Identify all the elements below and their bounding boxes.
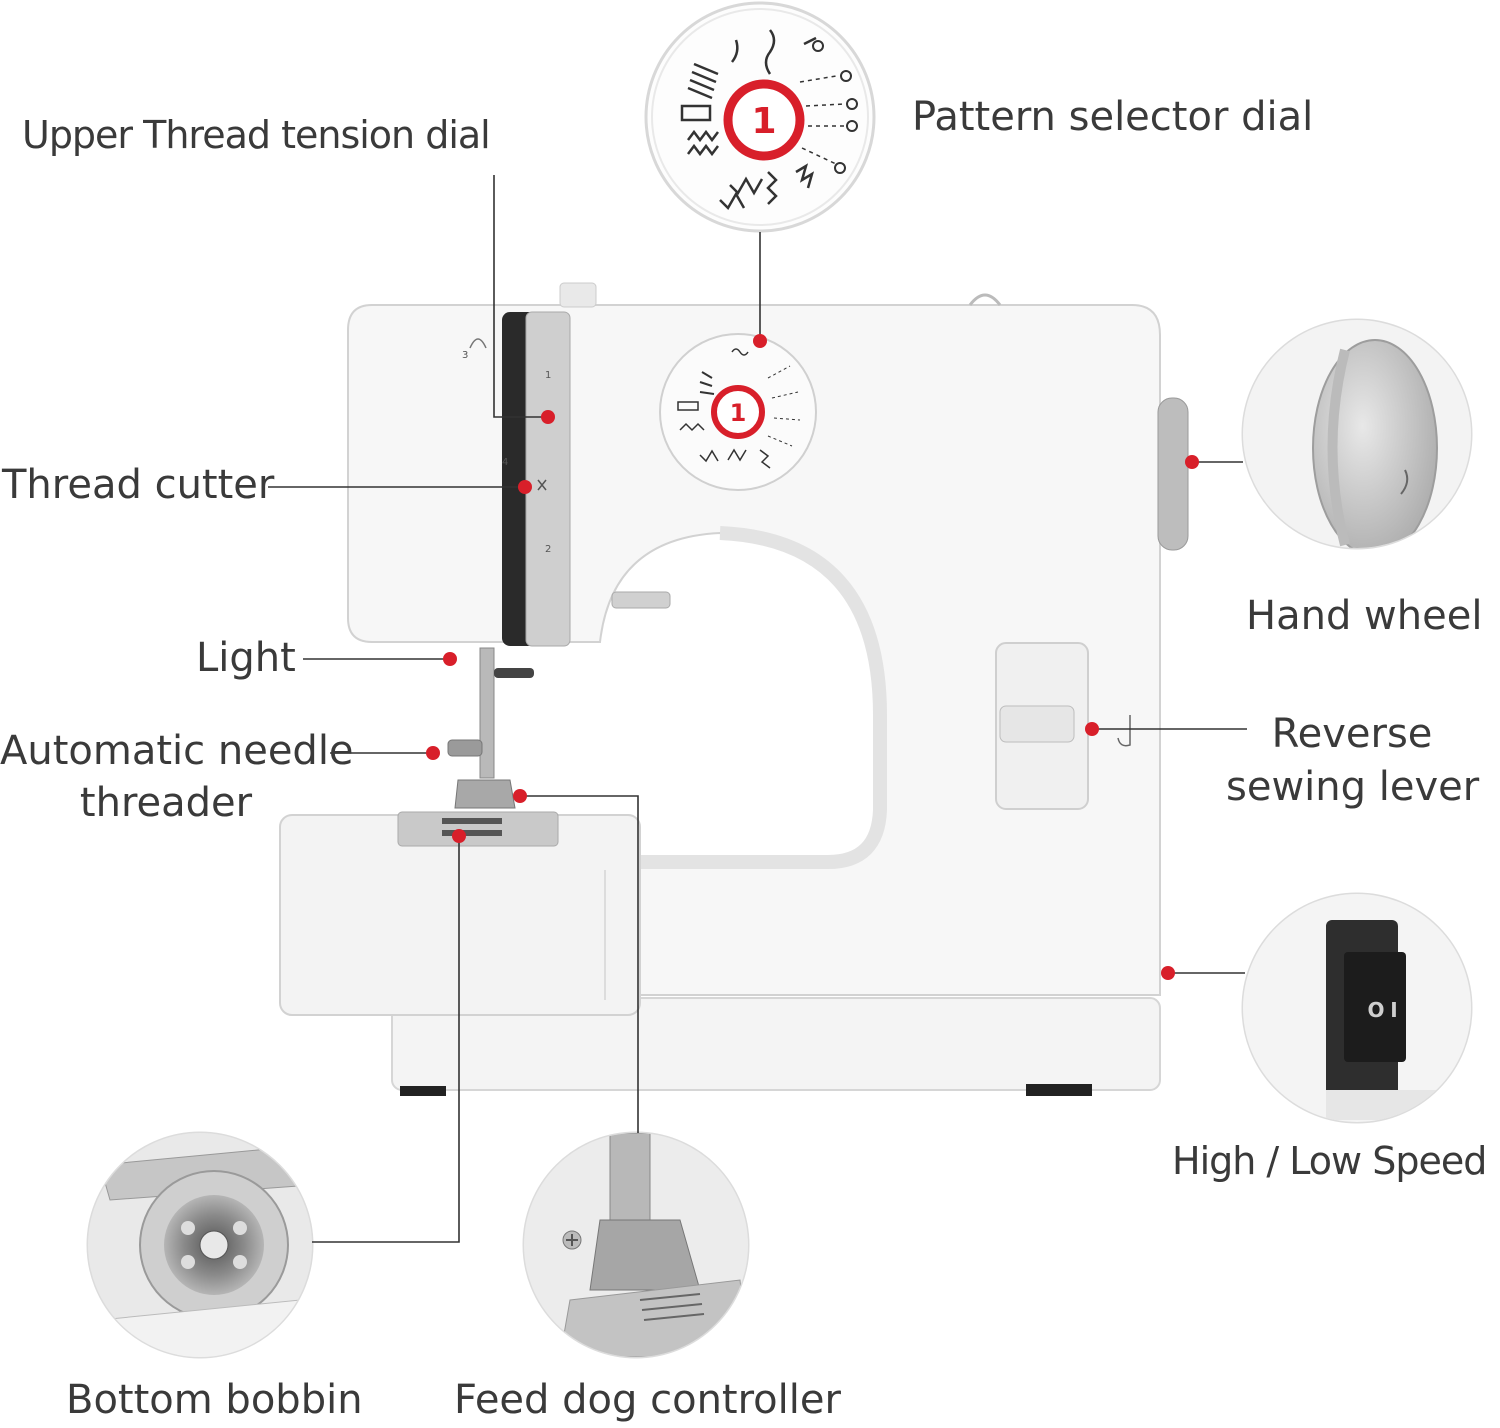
scissors-icon (537, 479, 547, 491)
machine-dial-number: 1 (730, 399, 747, 427)
leader-feed-dog (520, 795, 639, 1133)
marker-reverse-lever (1085, 722, 1099, 736)
label-high-low-speed: High / Low Speed (1172, 1139, 1487, 1183)
stitch-lever (611, 591, 671, 609)
pattern-dial-zoom: 1 (644, 1, 876, 233)
label-automatic-needle-threader-line2: threader (79, 780, 253, 826)
presser-foot-screw (494, 668, 534, 678)
marker-pattern-dial (753, 334, 767, 348)
leader-bobbin (312, 836, 460, 1243)
spool-pin (559, 282, 597, 308)
switch-off-mark: O (1367, 998, 1384, 1022)
marker-hand-wheel (1185, 455, 1199, 469)
machine-pattern-dial: 1 (659, 333, 817, 491)
leader-tension-dial (493, 175, 548, 418)
marker-bobbin (452, 829, 466, 843)
reverse-lever (999, 705, 1075, 743)
marker-speed-switch (1161, 966, 1175, 980)
presser-foot (454, 779, 516, 809)
marker-dots (426, 334, 1199, 980)
marker-tension-dial (541, 410, 555, 424)
label-reverse-sewing-lever-line2: sewing lever (1226, 764, 1480, 810)
svg-text:4: 4 (502, 457, 508, 468)
label-light: Light (196, 635, 296, 681)
label-reverse-sewing-lever-line1: Reverse (1271, 711, 1433, 757)
switch-on-mark: I (1390, 998, 1397, 1022)
leader-lines (268, 175, 1247, 1243)
marker-light (443, 652, 457, 666)
marker-needle-threader (426, 746, 440, 760)
label-hand-wheel: Hand wheel (1246, 593, 1483, 639)
hand-wheel-zoom (1241, 318, 1473, 550)
needle-bar (479, 647, 495, 779)
hand-wheel (1157, 397, 1189, 551)
label-upper-thread-tension-dial: Upper Thread tension dial (22, 113, 491, 157)
label-feed-dog-controller: Feed dog controller (454, 1377, 841, 1423)
marker-feed-dog (513, 789, 527, 803)
label-pattern-selector-dial: Pattern selector dial (912, 94, 1314, 140)
svg-text:1: 1 (545, 370, 551, 381)
svg-text:2: 2 (545, 544, 551, 555)
needle-threader-knob (447, 739, 483, 757)
needle-plate (397, 811, 559, 847)
speed-switch-zoom: O I (1241, 892, 1473, 1124)
marker-thread-cutter (518, 480, 532, 494)
sewing-machine: 1 2 3 4 1 (279, 282, 1189, 1096)
label-thread-cutter: Thread cutter (2, 462, 275, 508)
svg-text:3: 3 (462, 350, 468, 361)
zoom-dial-number: 1 (751, 101, 776, 142)
label-automatic-needle-threader-line1: Automatic needle (0, 728, 354, 774)
machine-foot-left (400, 1086, 446, 1096)
label-bottom-bobbin: Bottom bobbin (66, 1377, 363, 1423)
arm-inner-shade (640, 526, 887, 869)
front-plate (525, 311, 571, 647)
machine-base (391, 997, 1161, 1091)
bobbin-zoom (86, 1131, 314, 1359)
feed-dog-zoom (522, 1131, 750, 1359)
machine-foot-right (1026, 1084, 1092, 1096)
reverse-arrow-icon (1117, 715, 1131, 747)
